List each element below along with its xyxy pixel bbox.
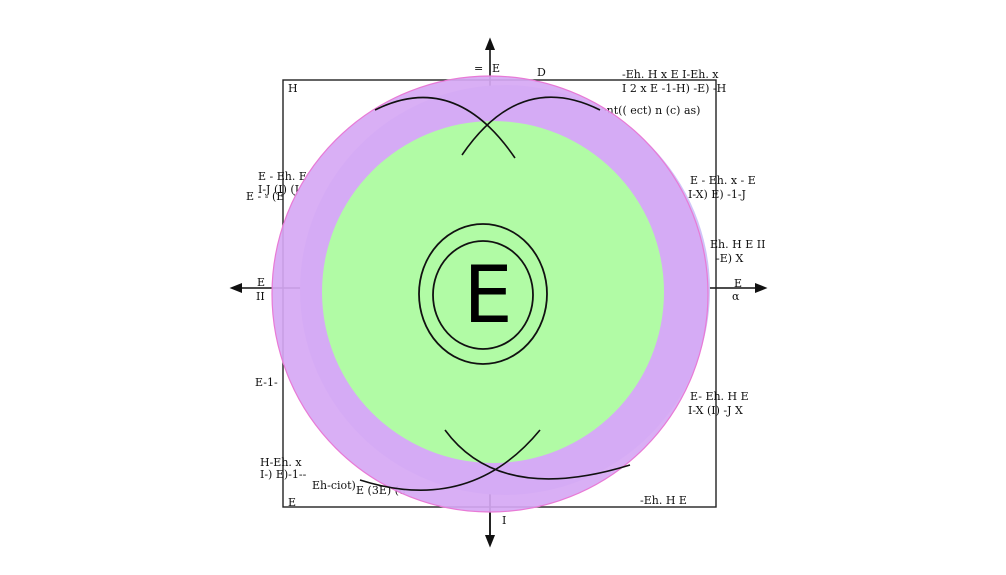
top-arc-right [461, 96, 601, 156]
label-corner-tl: H [288, 82, 298, 95]
label-right-mid-a: E - Eh. x - E [690, 174, 756, 187]
inner-disk [322, 121, 664, 463]
label-top-right-c: seent(( ect) n (c) as) [588, 104, 700, 117]
label-right-axis-top: E [734, 277, 742, 290]
label-right-mid-c: Eh. H E II [710, 238, 765, 251]
label-right-low-a: E- Eh. H E [690, 390, 749, 403]
label-left-block-c: E - - (E [246, 190, 284, 203]
label-bottom-left-c: Eh-ciot) [312, 479, 356, 492]
center-label: E [463, 251, 512, 341]
top-arc-left [374, 96, 516, 159]
label-top-right-a: -Eh. H x E I-Eh. x [622, 68, 719, 81]
bottom-arc-right [359, 429, 541, 491]
label-bottom-left-a: H-Eh. x [260, 456, 302, 469]
label-right-low-b: I-X (I) -J X [688, 404, 743, 417]
inner-ring [432, 240, 534, 350]
label-left-axis-bottom: II [256, 290, 265, 303]
label-right-mid-d: -E) X [716, 252, 744, 265]
label-left-block-b: I-J (I) (J [258, 183, 299, 196]
label-corner-bl: E [288, 496, 296, 509]
label-e-minus-i: E-1- [255, 376, 278, 389]
label-right-axis-alpha: α [732, 290, 740, 303]
label-top-arrow: D [537, 66, 546, 79]
label-left-axis-top: E [257, 276, 265, 289]
label-right-mid-b: I-X) E) -1-J [688, 188, 746, 201]
label-bottom-left-b: I-) E)-1-- [260, 468, 307, 481]
label-bottom-axis: I [502, 514, 506, 527]
label-bottom-right: -Eh. H E [640, 494, 687, 507]
label-left-block-a: E - Eh. E [258, 170, 307, 183]
label-top-axis: E [492, 62, 500, 75]
label-top-right-b: I 2 x E -1-H) -E) -H [622, 82, 726, 95]
label-top-eq: = [474, 62, 483, 75]
outer-ring [418, 223, 548, 365]
formula-annotations: H D = E -Eh. H x E I-Eh. x I 2 x E -1-H)… [246, 62, 765, 527]
bottom-arc-left [444, 429, 631, 480]
